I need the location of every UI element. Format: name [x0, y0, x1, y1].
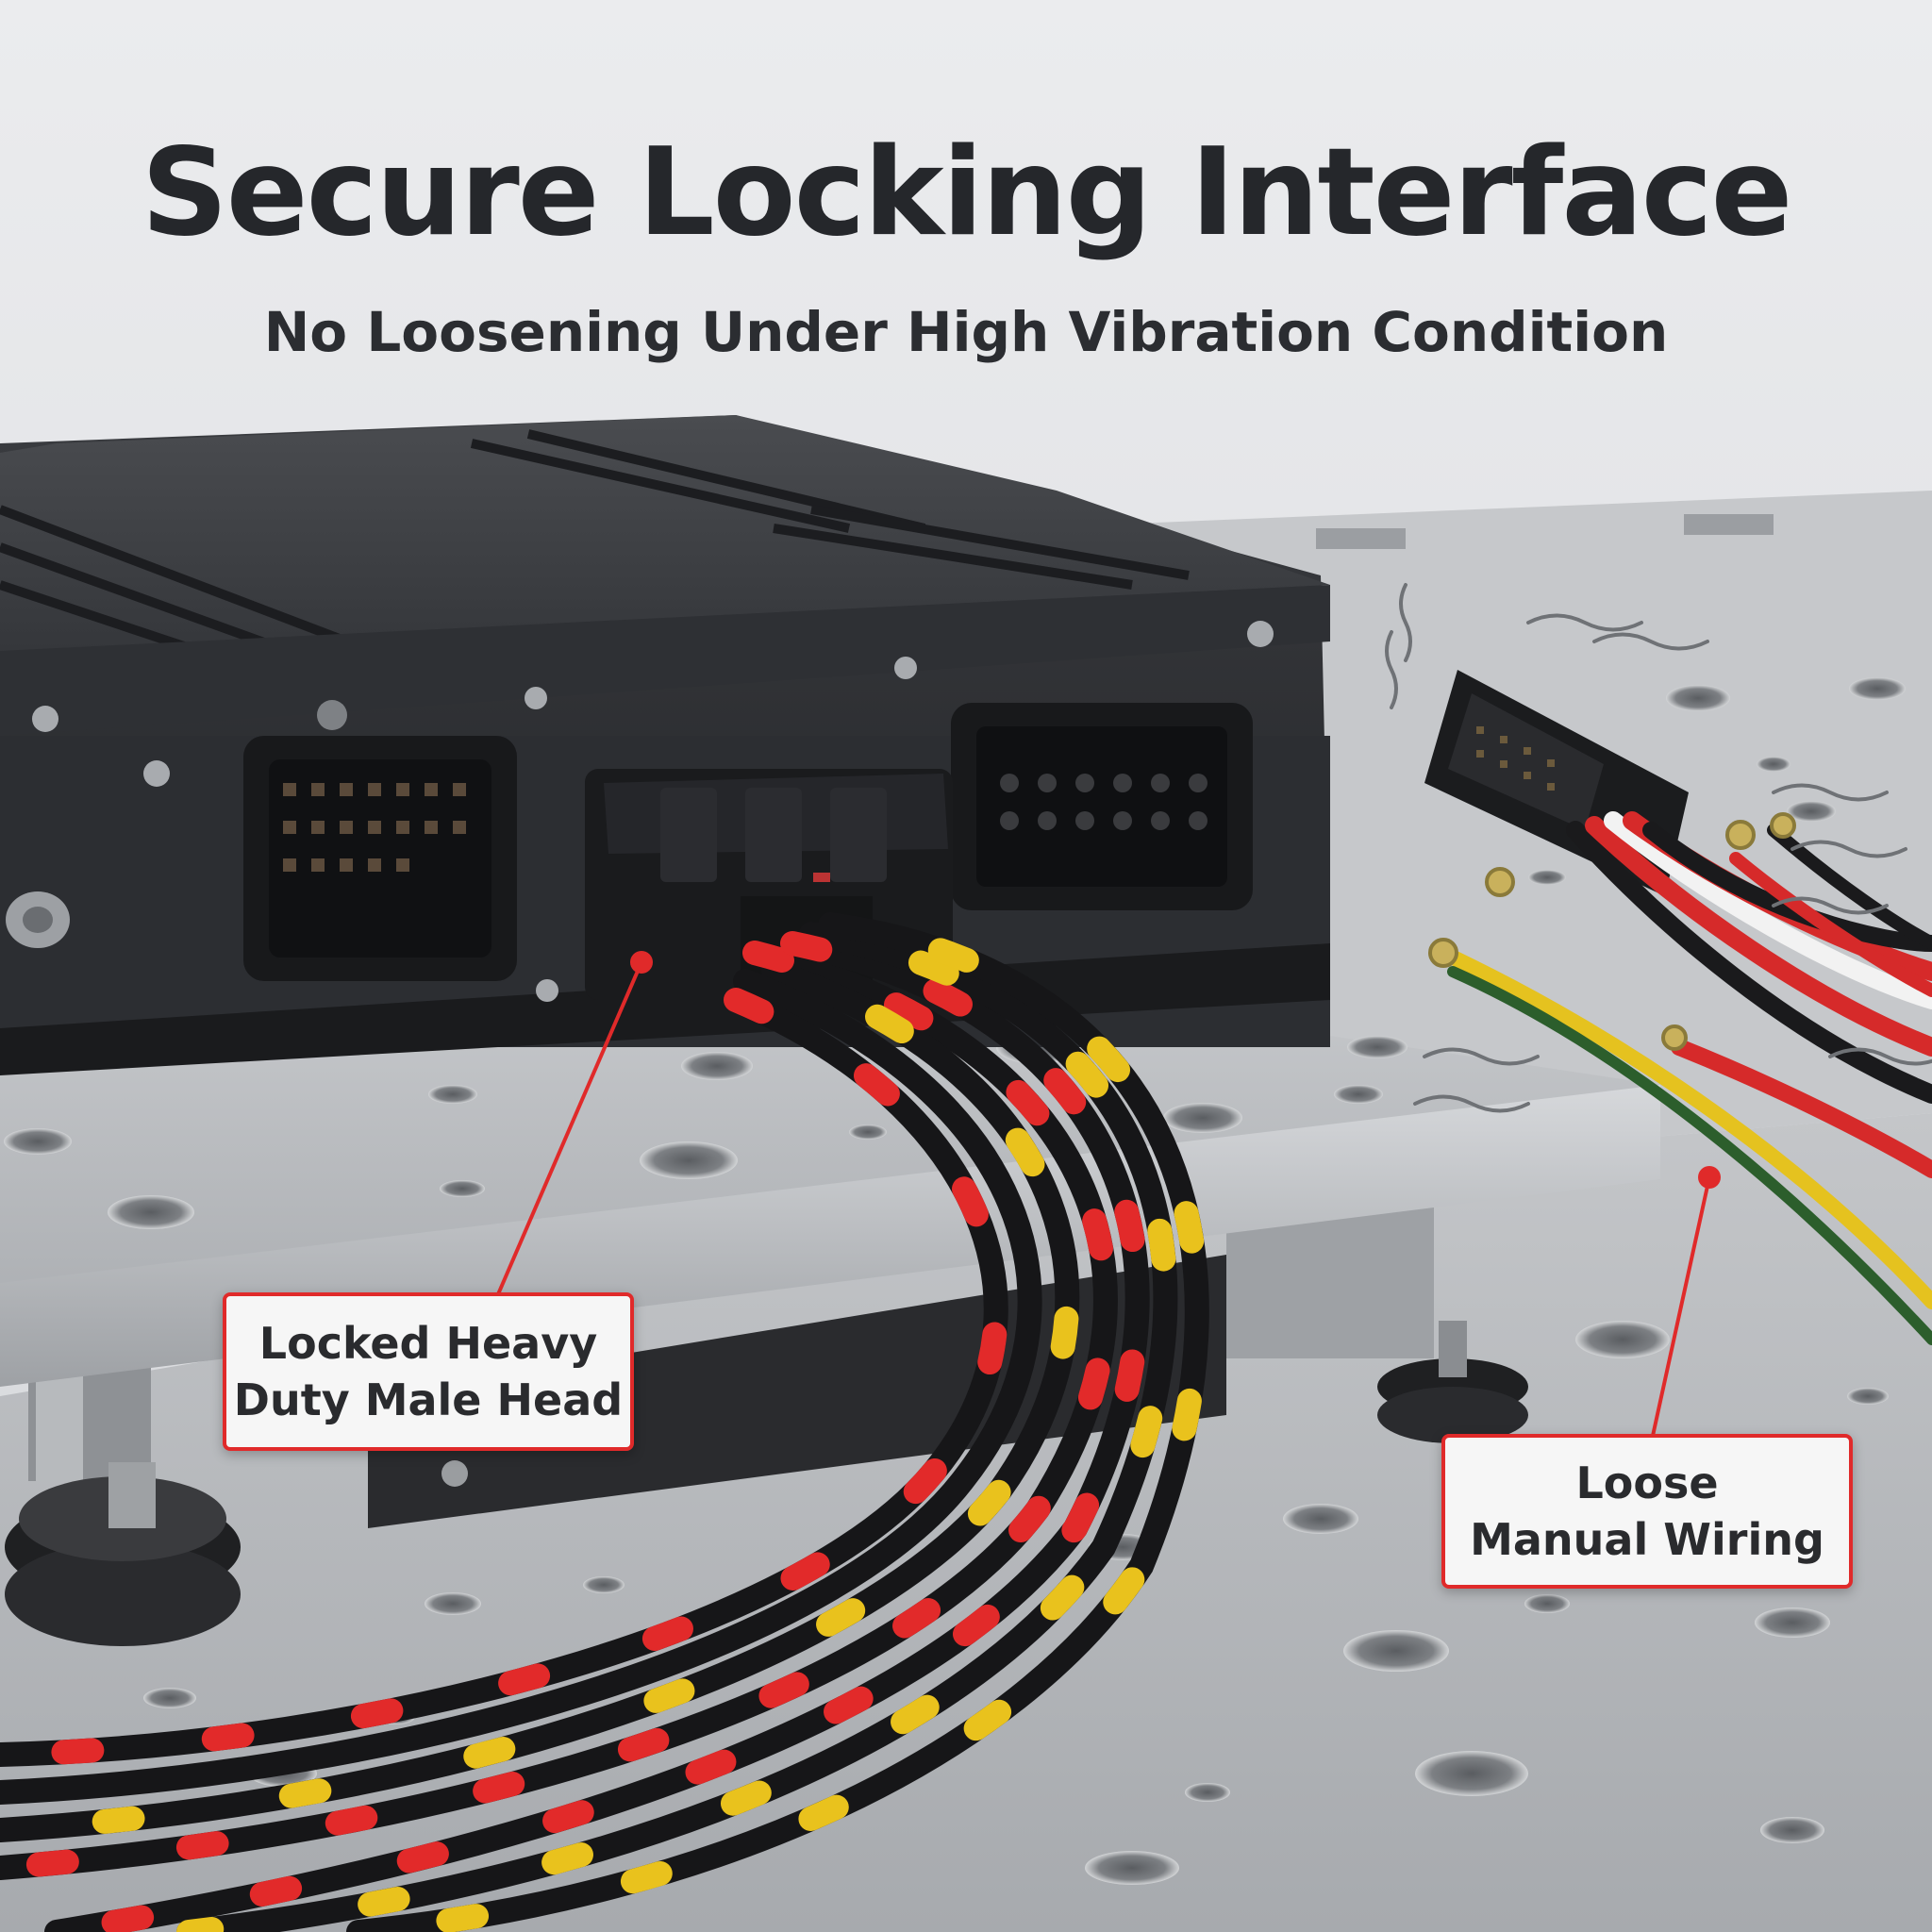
lower-chassis — [368, 1255, 1226, 1528]
loose-manual-wires — [1428, 811, 1932, 1345]
loose-manual-wiring-callout: Loose Manual Wiring — [1441, 1434, 1853, 1589]
callout-line: Locked Heavy — [258, 1318, 598, 1369]
left-vibration-mount — [5, 1340, 241, 1646]
callout-line: Duty Male Head — [233, 1374, 624, 1425]
page-title: Secure Locking Interface — [141, 123, 1793, 263]
right-vibration-mount — [1226, 1208, 1528, 1443]
left-connector-port — [243, 736, 517, 981]
locked-heavy-duty-connector — [585, 769, 953, 1009]
callout-pointers — [496, 951, 1721, 1437]
page-subtitle: No Loosening Under High Vibration Condit… — [263, 300, 1669, 364]
right-connector-port — [951, 703, 1253, 910]
vibration-wave-icon — [1385, 583, 1932, 1113]
callout-line: Loose — [1575, 1457, 1719, 1508]
locked-wire-harness — [0, 912, 1209, 1932]
callout-line: Manual Wiring — [1470, 1514, 1824, 1565]
callout-dot-icon — [630, 951, 653, 974]
callout-dot-icon — [1698, 1166, 1721, 1189]
locked-male-head-callout: Locked Heavy Duty Male Head — [223, 1292, 634, 1451]
